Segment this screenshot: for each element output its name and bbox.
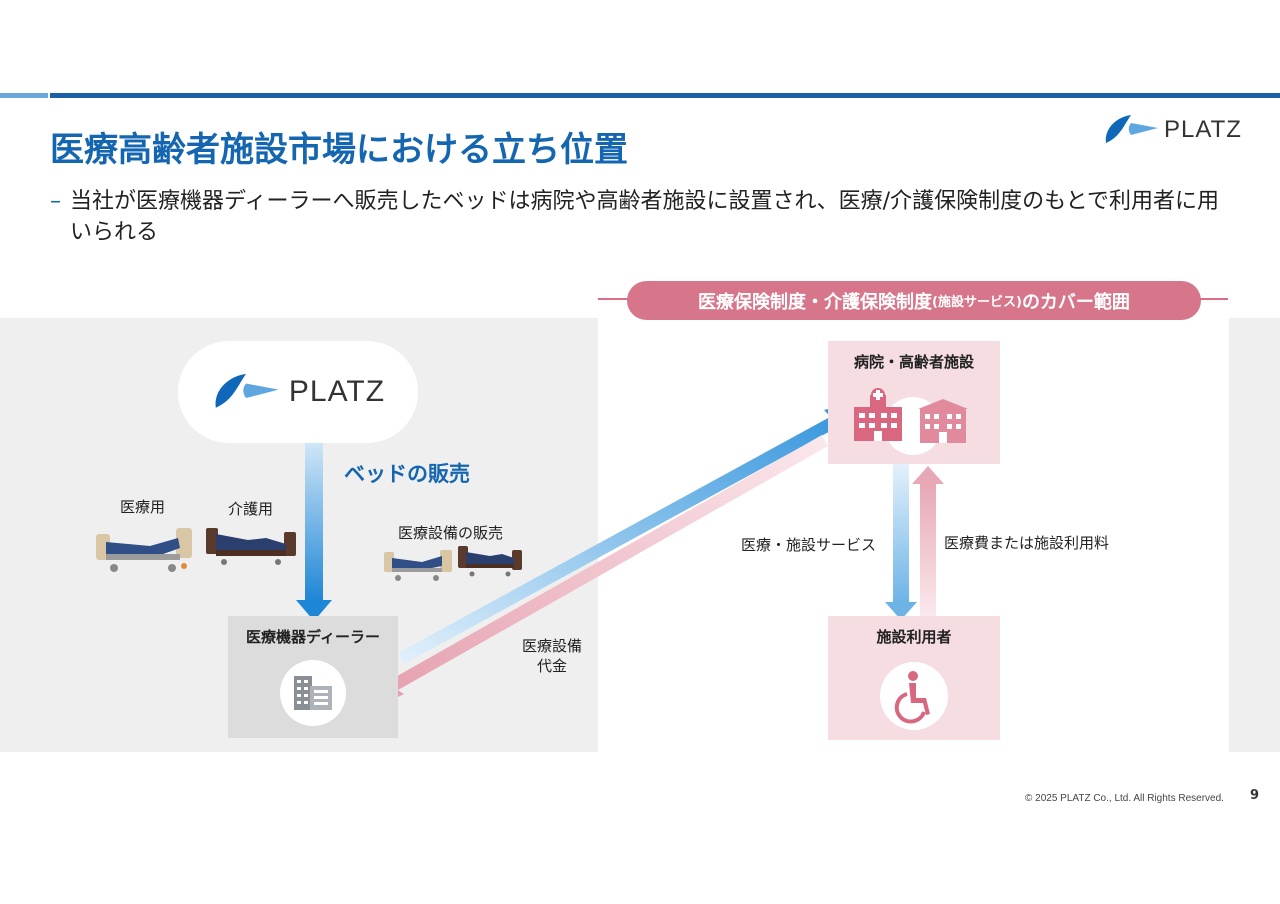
- dealer-node: 医療機器ディーラー: [228, 616, 398, 738]
- page-number: 9: [1250, 788, 1260, 803]
- coverage-line-left: [598, 298, 638, 300]
- platz-logo-icon: [215, 373, 279, 408]
- header-accent-bar: [50, 93, 1280, 98]
- user-icon-circle: [880, 662, 948, 730]
- equipment-bed-image-2: [458, 546, 522, 577]
- header-accent-bar-light: [0, 93, 48, 98]
- equipment-sales-label: 医療設備の販売: [398, 524, 504, 542]
- medical-bed-image: [96, 528, 192, 572]
- payment-label-line1: 医療設備: [521, 637, 582, 655]
- fee-label: 医療費または施設利用料: [944, 534, 1110, 552]
- hospital-icon: [854, 388, 902, 441]
- right-edge-background: [1229, 318, 1280, 752]
- care-bed-image: [206, 528, 296, 565]
- payment-label: 医療設備 代金: [512, 636, 592, 676]
- arrow-sales: [296, 443, 332, 621]
- copyright: © 2025 PLATZ Co., Ltd. All Rights Reserv…: [1025, 793, 1224, 804]
- coverage-banner-main: 医療保険制度・介護保険制度: [698, 291, 933, 313]
- platz-node-text: PLATZ: [288, 375, 386, 408]
- hospital-node: 病院・高齢者施設: [828, 341, 1000, 464]
- arrow-service: [885, 464, 917, 620]
- wheelchair-icon: [894, 671, 930, 724]
- header-logo-text: PLATZ: [1164, 116, 1242, 143]
- dealer-icon-circle: [280, 660, 346, 726]
- bed-care-label: 介護用: [228, 500, 274, 518]
- facility-icon: [918, 399, 968, 443]
- sales-label: ベッドの販売: [344, 462, 470, 486]
- payment-label-line2: 代金: [536, 657, 567, 675]
- page-title: 医療高齢者施設市場における立ち位置: [50, 130, 628, 170]
- platz-logo-icon: [1105, 115, 1158, 143]
- subtitle: – 当社が医療機器ディーラーへ販売したベッドは病院や高齢者施設に設置され、医療/…: [50, 186, 1220, 248]
- facility-user-label: 施設利用者: [876, 628, 952, 646]
- service-label: 医療・施設サービス: [741, 536, 877, 554]
- coverage-banner-suffix: のカバー範囲: [1021, 291, 1130, 313]
- platz-company-node: PLATZ: [178, 341, 418, 443]
- office-building-icon: [294, 676, 332, 710]
- hospital-label: 病院・高齢者施設: [853, 353, 974, 371]
- dealer-label: 医療機器ディーラー: [246, 628, 380, 646]
- header-logo: PLATZ: [1102, 113, 1242, 147]
- coverage-banner: 医療保険制度・介護保険制度(施設サービス)のカバー範囲: [627, 281, 1201, 320]
- arrow-fee: [912, 466, 944, 616]
- bed-medical-label: 医療用: [120, 498, 166, 516]
- subtitle-dash: –: [50, 189, 61, 214]
- subtitle-text: 当社が医療機器ディーラーへ販売したベッドは病院や高齢者施設に設置され、医療/介護…: [70, 189, 1219, 245]
- facility-user-node: 施設利用者: [828, 616, 1000, 740]
- coverage-line-right: [1190, 298, 1228, 300]
- equipment-bed-image-1: [384, 550, 452, 581]
- coverage-banner-small: (施設サービス): [932, 295, 1022, 310]
